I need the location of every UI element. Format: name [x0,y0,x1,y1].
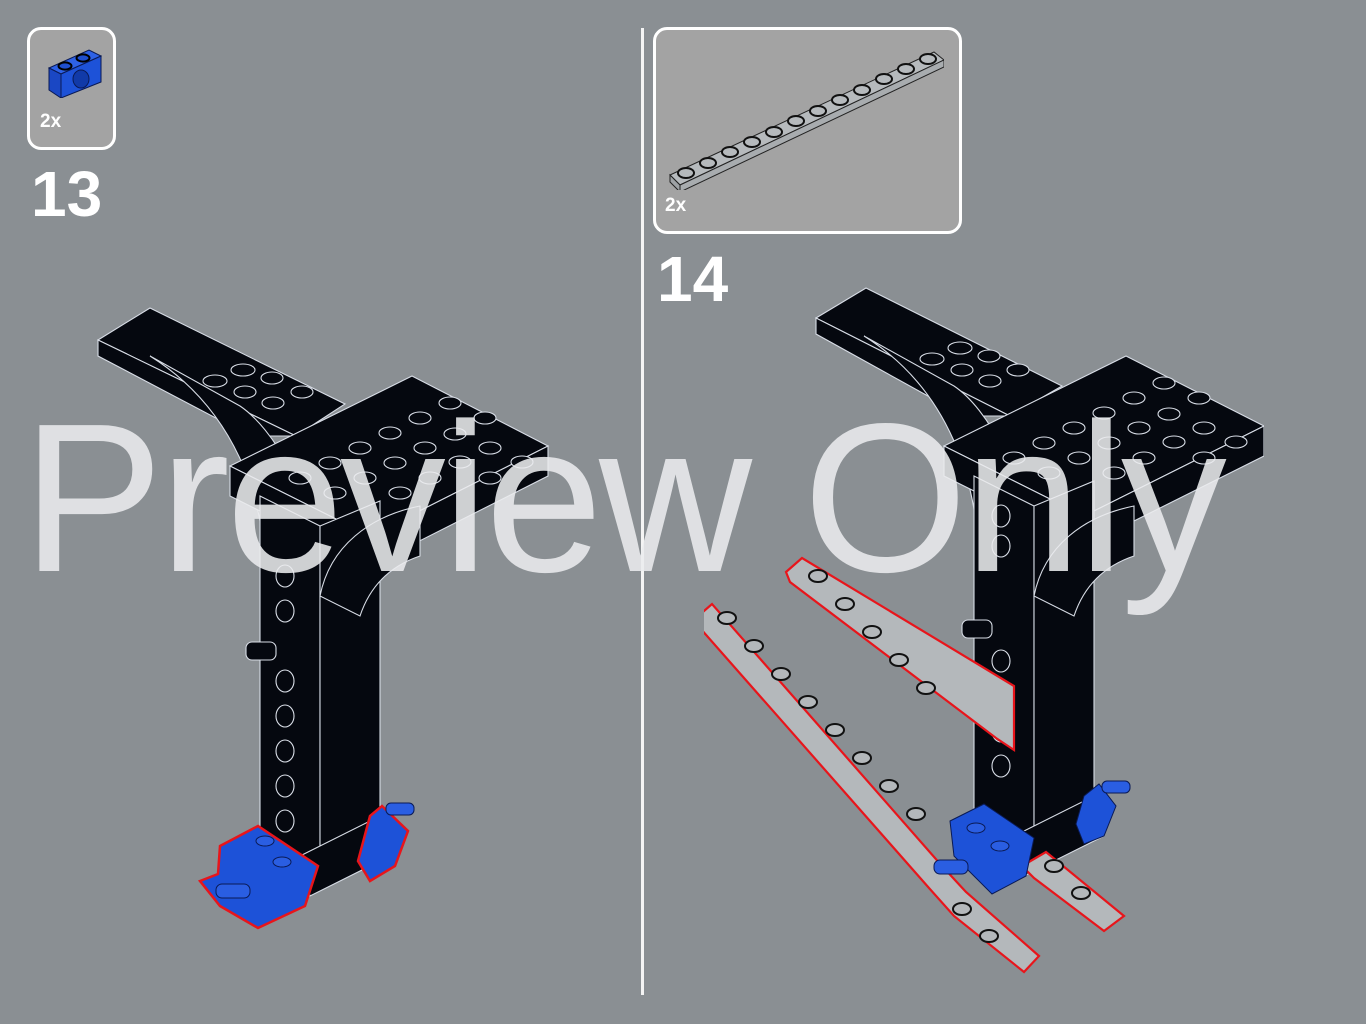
part-quantity: 2x [665,195,687,216]
parts-list-box-step-13: 2x [27,27,116,150]
model-assembly-step-14 [704,287,1264,974]
step-number: 13 [31,158,103,230]
model-assembly-step-13 [96,307,550,930]
step-14-panel: 2x 14 [644,0,1366,1024]
part-quantity: 2x [40,111,62,132]
step-divider [641,28,644,995]
technic-brick-icon [47,49,103,98]
parts-list-box-step-14: 2x [653,27,962,234]
plate-1x12-icon [669,51,944,190]
step-13-panel: 2x 13 [0,0,641,1024]
step-number: 14 [657,243,729,315]
